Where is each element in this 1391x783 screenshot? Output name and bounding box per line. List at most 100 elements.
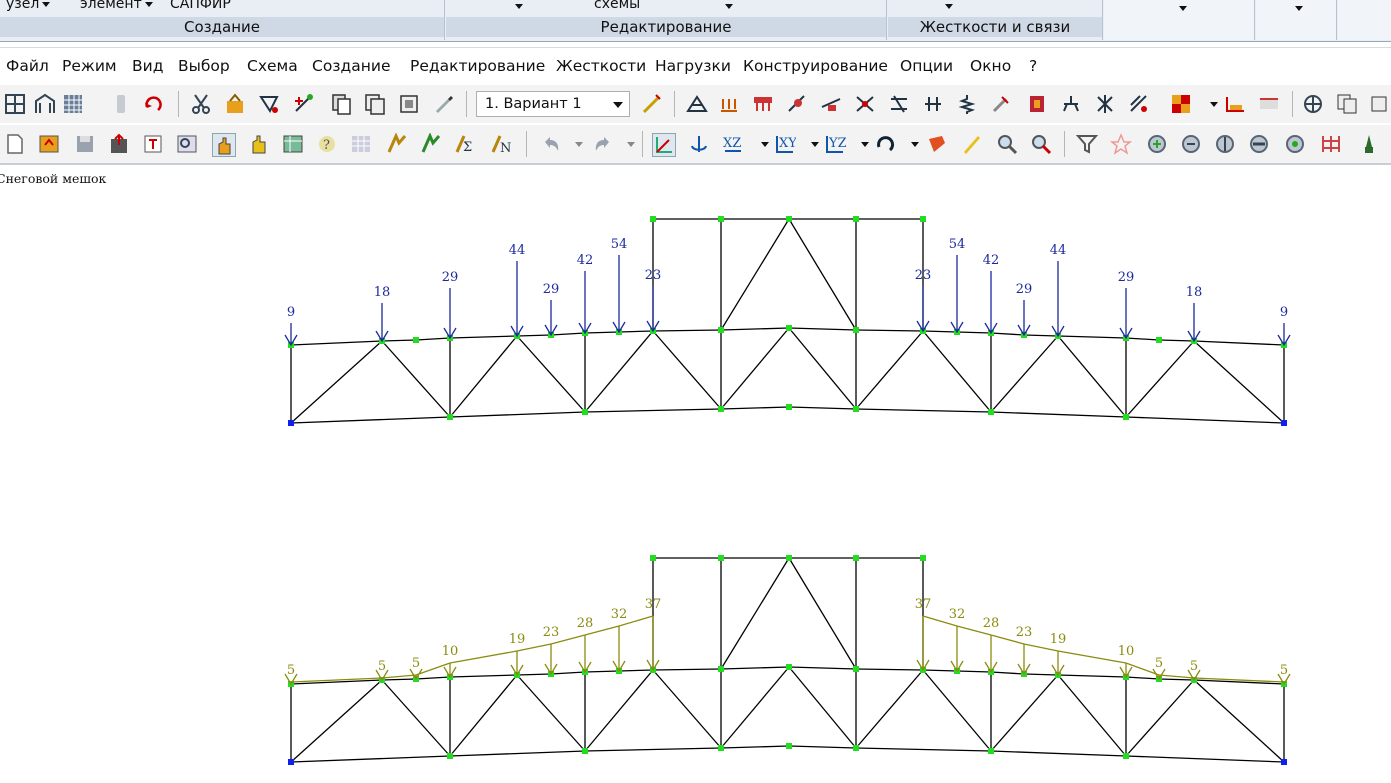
chevron-down-icon[interactable] [761,142,769,147]
highlight-icon[interactable] [926,133,948,155]
sum-n-icon[interactable]: N [490,133,512,155]
menu-select[interactable]: Выбор [178,57,230,75]
support-icon[interactable] [1060,93,1082,115]
xy-plane-icon[interactable]: XY [774,133,796,155]
xz-plane-icon[interactable]: XZ [722,133,744,155]
ribbon-sapfir-button[interactable]: САПФИР [170,0,231,12]
gauge-icon[interactable] [1358,133,1380,155]
chevron-down-icon[interactable] [627,142,635,147]
copy-scheme-icon[interactable] [364,93,386,115]
chevron-down-icon[interactable] [1176,0,1187,17]
pattern-icon[interactable] [1302,93,1324,115]
rotate-icon[interactable] [142,93,164,115]
hand-icon[interactable] [248,133,270,155]
menu-design[interactable]: Конструирование [743,57,888,75]
move-node-icon[interactable] [258,93,280,115]
star-outline-icon[interactable] [1110,133,1132,155]
open-file-icon[interactable] [38,133,60,155]
redo-icon[interactable] [592,133,614,155]
menu-stiffness[interactable]: Жесткости [556,57,647,75]
menu-help[interactable]: ? [1029,57,1038,75]
menu-loads[interactable]: Нагрузки [655,57,731,75]
chevron-down-icon[interactable] [911,142,919,147]
truss-icon[interactable] [686,93,708,115]
yz-plane-icon[interactable]: YZ [824,133,846,155]
chevron-down-icon[interactable] [942,0,953,14]
sigma-icon[interactable]: Σ [454,133,476,155]
spring-icon[interactable] [956,93,978,115]
grid-icon[interactable] [4,93,26,115]
copy-plane-icon[interactable] [1336,93,1358,115]
hand-select-icon[interactable] [212,133,236,157]
section-icon[interactable] [1026,93,1048,115]
copy-fragment-icon[interactable] [398,93,420,115]
chevron-down-icon[interactable] [575,142,583,147]
color-fill-icon[interactable] [1170,93,1192,115]
menu-view[interactable]: Вид [132,57,164,75]
chevron-down-icon[interactable] [512,0,523,14]
menu-scheme[interactable]: Схема [247,57,298,75]
distributed-load-icon[interactable] [752,93,774,115]
pencil-icon[interactable] [432,93,454,115]
frame-icon[interactable] [34,93,56,115]
filter-icon[interactable] [1076,133,1098,155]
zoom-width-icon[interactable] [1248,133,1270,155]
ruler-icon[interactable] [1224,93,1246,115]
chevron-down-icon[interactable] [1292,0,1303,17]
basket-icon[interactable] [224,93,246,115]
hatch-icon[interactable] [1258,93,1280,115]
save-icon[interactable] [74,133,96,155]
zoom-all-icon[interactable] [1214,133,1236,155]
variant-select[interactable]: 1. Вариант 1 [476,91,630,117]
help-icon[interactable]: ? [316,133,338,155]
rotate-view-icon[interactable] [874,133,896,155]
chevron-down-icon[interactable] [722,0,733,14]
ribbon-schemes-button[interactable]: схемы [594,0,641,12]
wand-icon[interactable] [640,93,662,115]
ruler-pencil-icon[interactable] [960,133,982,155]
tools-icon[interactable] [990,93,1012,115]
coupling-icon[interactable] [922,93,944,115]
export-icon[interactable] [108,133,130,155]
cut-icon[interactable] [190,93,212,115]
undo-icon[interactable] [540,133,562,155]
anchor-icon[interactable] [688,133,710,155]
zoom-out-icon[interactable] [1180,133,1202,155]
zoom-icon[interactable] [996,133,1018,155]
node-load-icon[interactable] [786,93,808,115]
rigid-insert-icon[interactable] [888,93,910,115]
constraint-icon[interactable] [1094,93,1116,115]
more-icon[interactable] [1370,93,1391,115]
add-node-icon[interactable] [292,93,314,115]
table-icon[interactable] [282,133,304,155]
loads-icon[interactable] [718,93,740,115]
chevron-down-icon[interactable] [1210,102,1218,107]
chevron-down-icon[interactable] [811,142,819,147]
menu-window[interactable]: Окно [970,57,1012,75]
copy-icon[interactable] [330,93,352,115]
menu-options[interactable]: Опции [900,57,954,75]
grid-table-icon[interactable] [350,133,372,155]
mesh-icon[interactable] [62,93,84,115]
new-file-icon[interactable] [4,133,26,155]
text-file-icon[interactable] [142,133,164,155]
menu-file[interactable]: Файл [6,57,49,75]
zoom-select-icon[interactable] [1030,133,1052,155]
menu-create[interactable]: Создание [312,57,391,75]
frame-view-icon[interactable] [1320,133,1342,155]
ribbon-node-button[interactable]: узел [6,0,51,12]
zoom-fit-icon[interactable] [1284,133,1306,155]
element-load-icon[interactable] [820,93,842,115]
sum-load-2-icon[interactable] [420,133,442,155]
chevron-down-icon[interactable] [861,142,869,147]
picture-icon[interactable] [176,133,198,155]
menu-edit[interactable]: Редактирование [410,57,546,75]
zoom-in-icon[interactable] [1146,133,1168,155]
sum-load-1-icon[interactable] [386,133,408,155]
column-icon[interactable] [110,93,132,115]
stiffness-icon[interactable] [1128,93,1150,115]
ribbon-element-button[interactable]: элемент [80,0,153,12]
axes-icon[interactable] [652,133,676,157]
